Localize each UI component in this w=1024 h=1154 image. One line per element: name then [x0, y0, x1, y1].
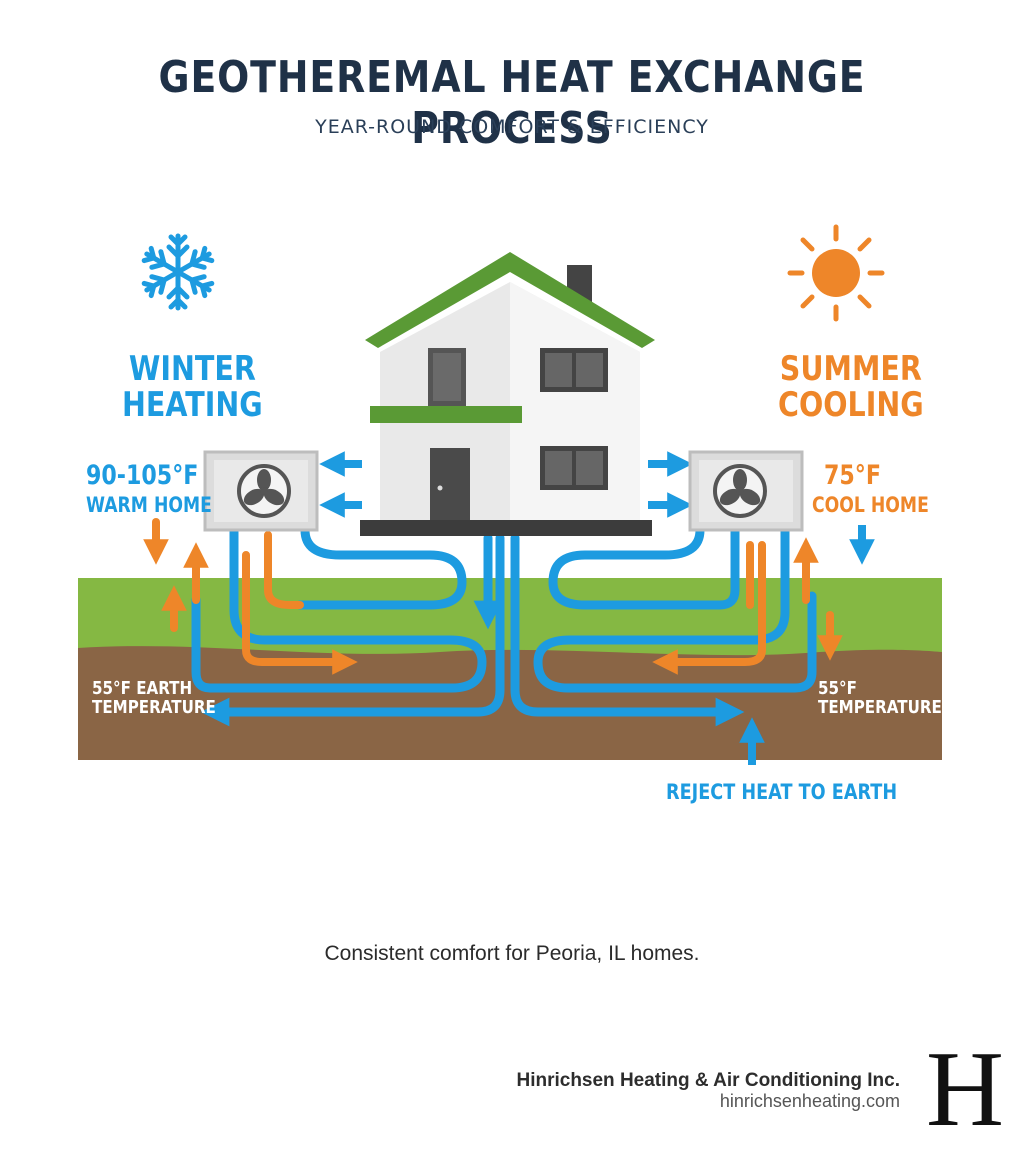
loop-right-mid: [533, 525, 817, 693]
ground: [78, 578, 942, 760]
winter-heat-line-2: [242, 551, 358, 675]
loop-left-deep: [200, 533, 505, 727]
winter-heat-pump-unit: [203, 450, 319, 532]
winter-label-line2: HEATING: [122, 384, 263, 425]
company-logo: H: [926, 1046, 1002, 1134]
loop-right-upper: [548, 525, 740, 610]
winter-earth-line1: 55°F EARTH: [92, 678, 193, 699]
winter-label: WINTER HEATING: [122, 349, 263, 425]
winter-earth-temp: 55°F EARTH TEMPERATURE: [92, 678, 216, 718]
company-url[interactable]: hinrichsenheating.com: [719, 1091, 900, 1111]
roof: [365, 252, 655, 348]
house: [360, 252, 655, 536]
loop-left-upper: [295, 525, 467, 610]
winter-temp: 90-105°F: [86, 460, 199, 491]
summer-label-line2: COOLING: [778, 384, 924, 425]
heat-lines: [143, 518, 843, 675]
summer-heat-pump-unit: [688, 450, 804, 532]
window-upper-right-pane1: [545, 353, 572, 387]
summer-earth-line1: 55°F: [818, 678, 857, 699]
summer-desc: COOL HOME: [812, 493, 929, 517]
company-name: Hinrichsen Heating & Air Conditioning In…: [516, 1070, 900, 1091]
window-upper-left-pane: [433, 353, 461, 401]
summer-heat-line-1: [652, 541, 766, 675]
soil-layer: [78, 646, 942, 760]
door-knob: [437, 485, 443, 491]
winter-heat-line-1: [264, 531, 304, 609]
winter-earth-line2: TEMPERATURE: [92, 696, 216, 718]
window-lower-right-pane2: [576, 451, 603, 485]
page-title: GEOTHEREMAL HEAT EXCHANGE PROCESS: [158, 52, 866, 154]
snowflake-icon: [142, 233, 213, 308]
page-subtitle: YEAR-ROUND COMFORT & EFFICIENCY: [315, 116, 709, 138]
footer-note: Consistent comfort for Peoria, IL homes.: [324, 942, 700, 965]
reject-heat-label: REJECT HEAT TO EARTH: [666, 780, 898, 804]
winter-desc: WARM HOME: [86, 493, 212, 517]
summer-earth-line2: TEMPERATURE: [818, 696, 942, 718]
front-door: [430, 448, 470, 522]
summer-earth-temp: 55°F TEMPERATURE: [818, 678, 942, 718]
window-upper-right-pane2: [576, 353, 603, 387]
summer-label: SUMMER COOLING: [778, 349, 924, 425]
window-lower-right-pane1: [545, 451, 572, 485]
summer-temp: 75°F: [824, 460, 882, 491]
balcony: [370, 406, 522, 423]
foundation: [360, 520, 652, 536]
sun-icon: [787, 224, 885, 322]
loop-right-deep: [510, 533, 745, 727]
winter-label-line1: WINTER: [128, 349, 256, 389]
summer-label-line1: SUMMER: [779, 349, 922, 389]
logo-letter: H: [926, 1046, 1002, 1134]
